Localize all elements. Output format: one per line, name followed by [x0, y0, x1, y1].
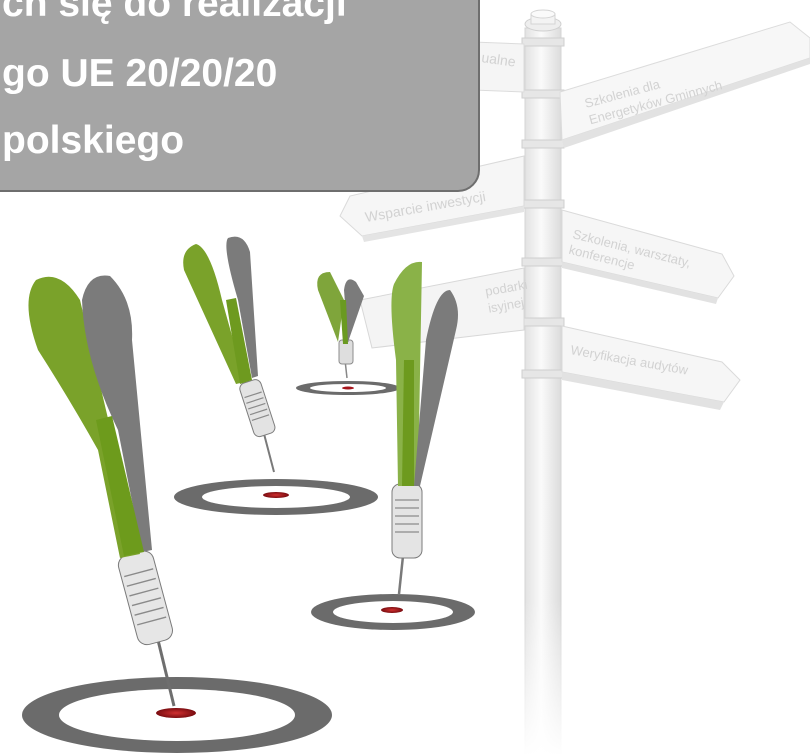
- banner-line-2: go UE 20/20/20: [2, 52, 278, 95]
- sign-text: ualne: [481, 49, 517, 70]
- sign-text: isyjnej: [487, 295, 525, 316]
- dart-front: [28, 275, 176, 707]
- target-right: [311, 594, 475, 630]
- dart-right: [391, 261, 458, 595]
- target-mid: [174, 479, 378, 515]
- banner-line-1: ch się do realizacji: [2, 0, 347, 25]
- target-front: [22, 677, 332, 753]
- dart-small: [317, 272, 364, 379]
- banner-line-3: polskiego: [2, 119, 185, 162]
- target-small-far: [296, 381, 400, 395]
- sign-top-right: Szkolenia dla Energetyków Gminnych: [559, 21, 810, 148]
- dart-mid: [183, 236, 276, 473]
- title-banner: ch się do realizacji go UE 20/20/20 pols…: [0, 0, 480, 192]
- sign-bottom-right: Weryfikacja audytów: [561, 325, 741, 410]
- sign-mid-right: Szkolenia, warsztaty, konferencje: [561, 209, 735, 304]
- sign-text: podarki: [484, 277, 529, 299]
